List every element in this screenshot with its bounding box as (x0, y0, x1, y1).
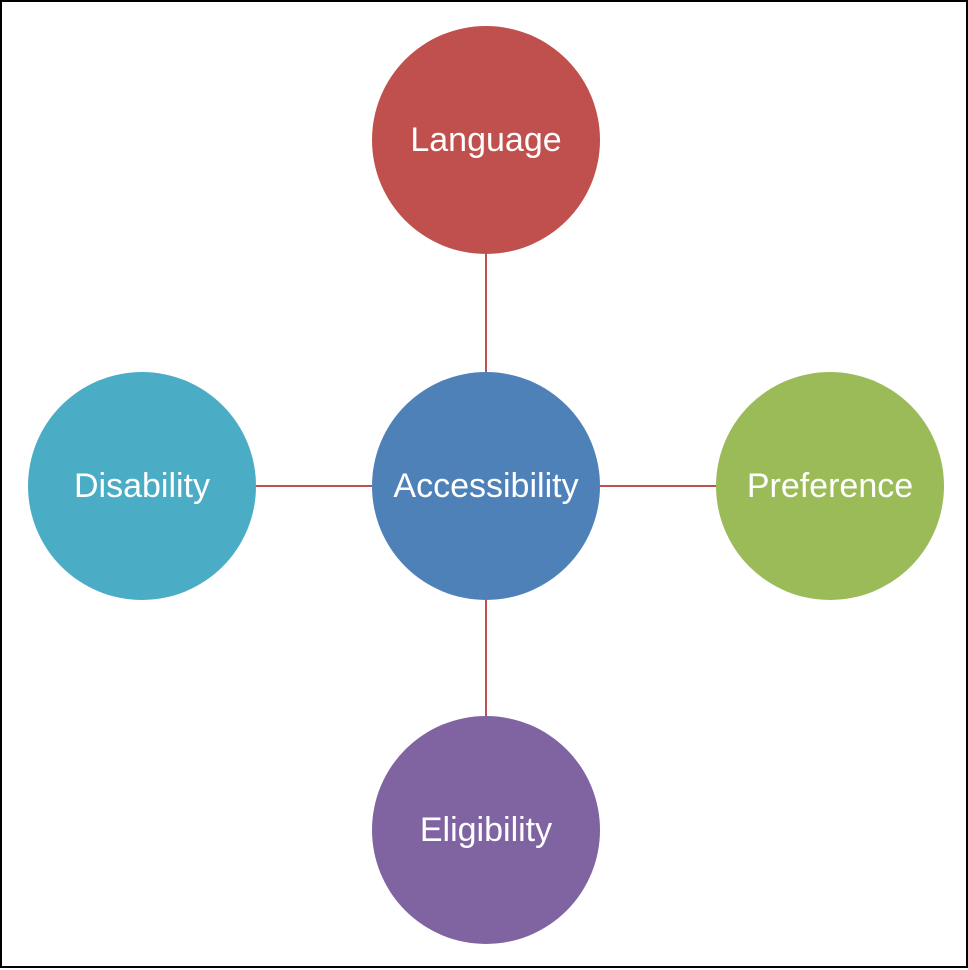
node-language-label: Language (410, 121, 562, 159)
node-accessibility-center: Accessibility (372, 372, 600, 600)
node-eligibility: Eligibility (372, 716, 600, 944)
node-preference-label: Preference (746, 467, 914, 505)
node-disability: Disability (28, 372, 256, 600)
node-preference: Preference (716, 372, 944, 600)
node-language: Language (372, 26, 600, 254)
node-eligibility-label: Eligibility (419, 811, 553, 849)
node-accessibility-label: Accessibility (393, 467, 579, 505)
node-disability-label: Disability (73, 467, 211, 505)
